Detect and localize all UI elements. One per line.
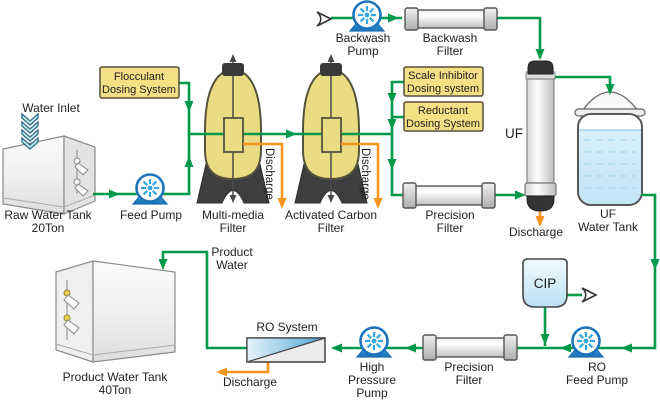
line-dosing-drop: [390, 80, 404, 197]
water-waves-icon: [584, 139, 636, 189]
backwash-filter: [404, 7, 498, 31]
reductant-dosing-box: [403, 101, 484, 132]
feed-pump-icon: [131, 173, 169, 205]
high-pressure-pump-label-1: High: [360, 360, 385, 374]
high-pressure-pump-label-3: Pump: [356, 386, 388, 400]
discharge-line-acf: [341, 142, 380, 199]
flocculant-label-1: Flocculant: [114, 71, 164, 83]
backwash-pump-icon: [348, 0, 386, 32]
feed-pump-label: Feed Pump: [120, 208, 182, 222]
multi-media-filter-label-1: Multi-media: [202, 208, 264, 222]
water-inlet-chevrons-icon: [21, 112, 39, 150]
activated-carbon-filter-valve: [321, 117, 342, 153]
level-indicator-icon: [63, 280, 80, 340]
raw-water-tank-capacity: 20Ton: [32, 221, 65, 235]
ro-discharge-label: Discharge: [223, 375, 277, 389]
level-indicator-icon: [73, 150, 89, 197]
discharge-arrows: [216, 198, 545, 377]
cip-tank: [522, 258, 568, 308]
line-flocculant-drop: [179, 81, 191, 134]
high-pressure-pump-label-2: Pressure: [348, 373, 396, 387]
flow-arrows: [109, 13, 660, 353]
discharge-line-mmf: [243, 142, 284, 199]
flocculant-dosing-box: [99, 66, 180, 99]
product-water-tank: [55, 260, 176, 363]
scale-inhibitor-label-2: Dosing system: [407, 83, 479, 95]
uf-water-tank-label-2: Water Tank: [578, 220, 639, 234]
multi-media-filter-label-2: Filter: [220, 221, 247, 235]
backwash-pump-label-1: Backwash: [336, 31, 391, 45]
precision-filter-2-label-1: Precision: [444, 360, 493, 374]
precision-filter-2-label-2: Filter: [456, 373, 483, 387]
backwash-filter-label-2: Filter: [437, 44, 464, 58]
high-pressure-pump-icon: [355, 326, 393, 358]
raw-water-tank: [2, 135, 96, 215]
uf-label: UF: [505, 126, 523, 141]
activated-carbon-filter-label-2: Filter: [318, 221, 345, 235]
precision-filter-1: [402, 182, 496, 209]
ro-feed-pump-icon: [567, 326, 605, 358]
line-ro-to-producttank: [161, 250, 248, 350]
backwash-filter-label-1: Backwash: [423, 31, 478, 45]
acf-discharge-label: Discharge: [359, 148, 371, 200]
precision-filter-1-label-2: Filter: [437, 221, 464, 235]
product-water-label-2: Water: [216, 258, 248, 272]
scale-inhibitor-dosing-box: [403, 66, 484, 97]
water-inlet-label: Water Inlet: [22, 101, 80, 115]
scale-inhibitor-label-1: Scale Inhibitor: [408, 70, 478, 82]
product-water-tank-capacity: 40Ton: [99, 383, 132, 397]
line-backwashfilter-to-uf: [497, 16, 542, 58]
ro-feed-pump-label-1: RO: [588, 360, 606, 374]
cip-connector-icon: [581, 287, 598, 303]
ro-system-unit: [246, 337, 326, 363]
cip-label: CIP: [534, 276, 557, 291]
reductant-label-2: Dosing System: [406, 118, 480, 130]
line-uf-to-uftank: [553, 75, 612, 91]
uf-water-tank-label-1: UF: [600, 207, 616, 221]
precision-filter-2: [422, 334, 518, 361]
precision-filter-1-label-1: Precision: [425, 208, 474, 222]
raw-water-tank-label: Raw Water Tank: [4, 208, 92, 222]
reductant-label-1: Reductant: [418, 105, 468, 117]
backwash-pump-label-2: Pump: [347, 44, 379, 58]
multi-media-filter-valve: [223, 117, 244, 153]
uf-membrane-column: [524, 60, 557, 212]
activated-carbon-filter-label-1: Activated Carbon: [285, 208, 377, 222]
uf-discharge-label: Discharge: [509, 225, 563, 239]
product-water-label-1: Product: [211, 245, 253, 259]
mmf-discharge-label: Discharge: [263, 148, 275, 200]
flocculant-label-2: Dosing System: [102, 84, 176, 96]
product-water-tank-label: Product Water Tank: [63, 370, 169, 384]
line-rawtank-to-junction: [93, 134, 191, 196]
backwash-inlet-connector-icon: [316, 11, 333, 27]
ro-system-label: RO System: [256, 320, 317, 334]
discharge-line-ro: [226, 361, 270, 374]
ro-feed-pump-label-2: Feed Pump: [566, 373, 628, 387]
uf-water-tank: [574, 91, 646, 206]
